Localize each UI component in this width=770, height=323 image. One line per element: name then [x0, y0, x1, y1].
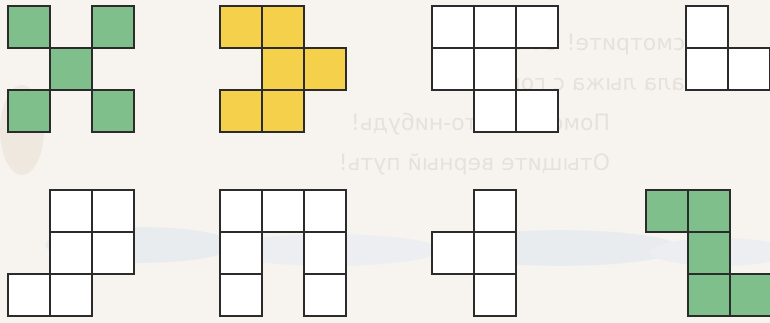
figure-cell — [304, 190, 346, 232]
figure-cell — [262, 190, 304, 232]
figure-cell — [516, 6, 558, 48]
figure-cell — [220, 190, 262, 232]
figure-cell — [474, 232, 516, 274]
figure-cell — [474, 6, 516, 48]
figure-cell — [730, 274, 770, 316]
figure-cell — [50, 274, 92, 316]
figure-cell — [688, 190, 730, 232]
corner-shape — [686, 6, 770, 90]
figure-cell — [92, 232, 134, 274]
figure-cell — [304, 48, 346, 90]
bar-shape — [432, 190, 516, 316]
figure-cell — [50, 48, 92, 90]
figure-cell — [8, 90, 50, 132]
figure-cell — [304, 232, 346, 274]
faded-text-line-4: Отыщите верный путь! — [339, 151, 610, 176]
figure-cell — [50, 190, 92, 232]
figure-cell — [304, 274, 346, 316]
figure-cell — [432, 48, 474, 90]
figure-cell — [8, 274, 50, 316]
step-shape — [8, 190, 134, 316]
t-shape — [220, 6, 346, 132]
figure-cell — [728, 48, 770, 90]
figure-cell — [50, 232, 92, 274]
figure-cell — [432, 6, 474, 48]
figure-cell — [262, 6, 304, 48]
figure-cell — [220, 232, 262, 274]
figure-cell — [262, 90, 304, 132]
figure-cell — [92, 190, 134, 232]
figure-cell — [688, 274, 730, 316]
figure-cell — [432, 232, 474, 274]
figure-cell — [220, 274, 262, 316]
figure-cell — [646, 190, 688, 232]
figure-cell — [516, 90, 558, 132]
figure-cell — [220, 90, 262, 132]
figure-cell — [474, 190, 516, 232]
figure-cell — [220, 6, 262, 48]
figure-cell — [92, 90, 134, 132]
figure-cell — [474, 48, 516, 90]
figure-cell — [262, 48, 304, 90]
figure-cell — [686, 6, 728, 48]
x-shape — [8, 6, 134, 132]
figure-cell — [92, 6, 134, 48]
figure-cell — [8, 6, 50, 48]
figure-cell — [686, 48, 728, 90]
figure-cell — [474, 274, 516, 316]
figure-cell — [688, 232, 730, 274]
figure-cell — [474, 90, 516, 132]
